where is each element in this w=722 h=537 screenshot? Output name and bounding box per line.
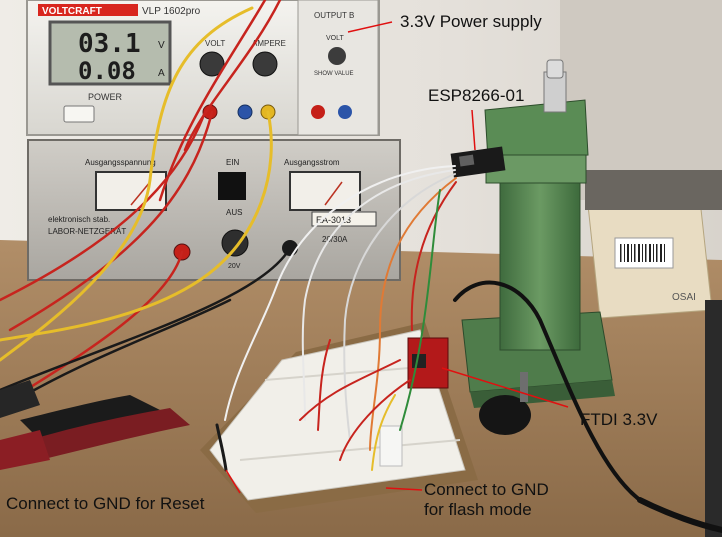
green-vice: [461, 59, 615, 435]
label-flash-line2: for flash mode: [424, 500, 532, 519]
arrow-esp: [471, 109, 476, 151]
breadboard: [200, 322, 478, 513]
label-power-supply: 3.3V Power supply: [400, 12, 542, 31]
arrow-ftdi: [441, 367, 569, 408]
lcd-display: [48, 20, 172, 86]
volt-knob: [199, 51, 225, 77]
lcd-unit-a: A: [158, 68, 165, 79]
jack-blue-b: [338, 105, 352, 119]
dark-equipment-edge: [705, 300, 722, 537]
knob-ampere-label: AMPERE: [252, 39, 286, 48]
osai-text: OSAI: [672, 292, 696, 303]
esp8266-module: [450, 146, 506, 178]
ein-label: EIN: [226, 158, 240, 167]
ea-voltage-knob: [221, 229, 249, 257]
arrow-reset: [225, 469, 241, 494]
label-esp: ESP8266-01: [428, 86, 525, 105]
ea-power-supply: Ausgangsspannung Ausgangsstrom EIN AUS e…: [27, 139, 401, 281]
ea-meter-right: [289, 171, 361, 211]
ampere-knob: [252, 51, 278, 77]
brand-text: VOLTCRAFT: [42, 6, 102, 17]
power-switch: [63, 105, 95, 123]
lcd-current: 0.08: [78, 57, 136, 85]
wall-shadow: [560, 0, 722, 200]
knob-volt-label: VOLT: [205, 39, 225, 48]
ea-rating: 20/30A: [322, 235, 348, 244]
show-value-text: SHOW VALUE: [314, 71, 354, 77]
voltcraft-power-supply: VOLTCRAFT VLP 1602pro 03.1 0.08 V A POWE…: [26, 0, 380, 136]
model-text: VLP 1602pro: [142, 6, 201, 17]
arrow-flash: [385, 487, 423, 491]
annotation-arrows: [225, 21, 569, 494]
ea-left-title: Ausgangsspannung: [85, 158, 156, 167]
label-ftdi: FTDI 3.3V: [580, 410, 658, 429]
lcd-unit-v: V: [158, 40, 165, 51]
vice-handle-ball: [479, 395, 531, 435]
lcd-voltage: 03.1: [78, 29, 141, 59]
box-with-barcode: OSAI: [587, 199, 713, 319]
jack-blue-a: [237, 104, 253, 120]
ea-20v: 20V: [228, 263, 241, 270]
ea-right-title: Ausgangsstrom: [284, 158, 340, 167]
output-b-label: OUTPUT B: [314, 11, 354, 20]
arrow-power-supply: [347, 21, 393, 33]
jack-red-b: [311, 105, 325, 119]
dark-equipment-right: [585, 170, 722, 210]
output-b-volt: VOLT: [326, 35, 344, 42]
test-probes: [0, 380, 190, 470]
ein-switch: [218, 172, 246, 200]
ea-model: EA-3013: [316, 215, 351, 225]
output-b-knob: [328, 47, 346, 65]
label-reset: Connect to GND for Reset: [6, 494, 205, 513]
lab-text-2: LABOR-NETZGERÄT: [48, 227, 126, 236]
power-text: POWER: [88, 92, 123, 102]
label-flash: Connect to GND for flash mode: [424, 480, 549, 520]
aus-label: AUS: [226, 208, 242, 217]
label-flash-line1: Connect to GND: [424, 480, 549, 499]
lab-text-1: elektronisch stab.: [48, 215, 110, 224]
